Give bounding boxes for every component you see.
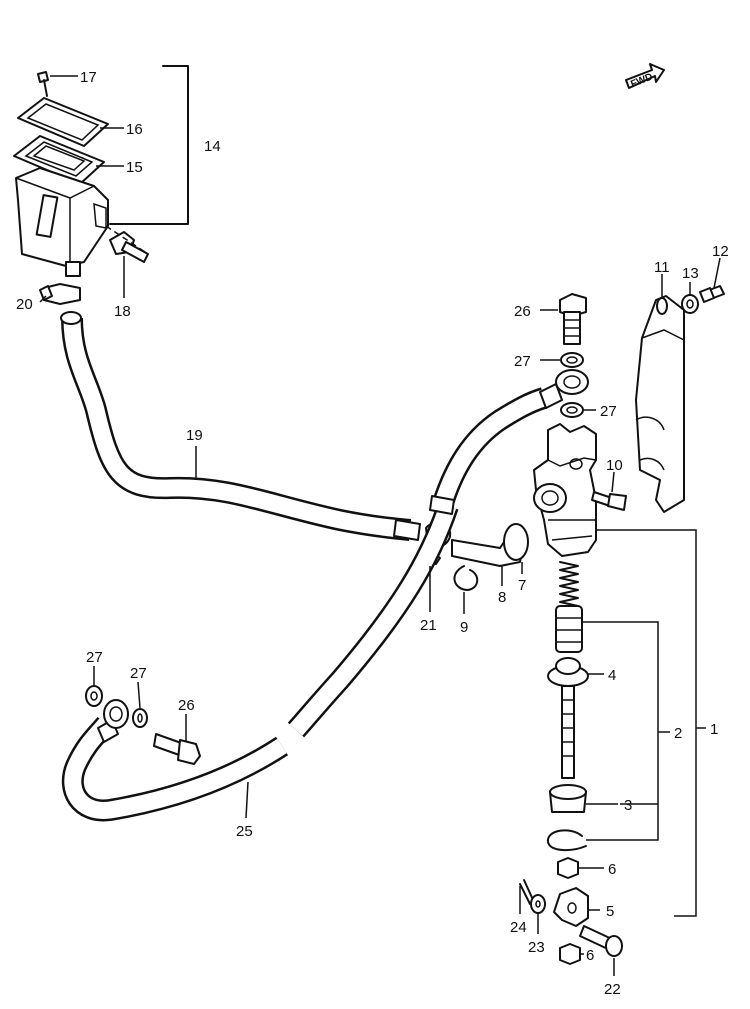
reservoir-hose-19: [60, 311, 421, 541]
bolt-12: [699, 285, 725, 303]
callout-22: 22: [604, 981, 621, 998]
banjo-fitting-lower: [97, 699, 129, 743]
nut-6-upper: [557, 857, 579, 879]
callout-7: 7: [518, 577, 526, 594]
callout-12: 12: [712, 243, 729, 260]
callout-16: 16: [126, 121, 143, 138]
reservoir-tank: [13, 71, 109, 277]
banjo-bolt-26-upper: [559, 293, 587, 345]
callout-20: 20: [16, 296, 33, 313]
callout-2: 2: [674, 725, 682, 742]
washer-27-a: [560, 352, 584, 368]
washer-23: [530, 894, 546, 914]
banjo-bolt-26-lower: [153, 733, 201, 765]
clevis-pin-22: [579, 925, 623, 957]
callout-17: 17: [80, 69, 97, 86]
callout-26-upper: 26: [514, 303, 531, 320]
push-rod-4: [547, 657, 589, 779]
washer-27-d: [132, 708, 148, 728]
washer-27-b: [560, 402, 584, 418]
callout-24: 24: [510, 919, 527, 936]
callout-21: 21: [420, 617, 437, 634]
callout-27-b: 27: [600, 403, 617, 420]
bracket-11: [635, 295, 685, 513]
callout-5: 5: [606, 903, 614, 920]
piston-kit-2: [555, 605, 583, 653]
circlip-9: [453, 565, 479, 591]
callout-27-a: 27: [514, 353, 531, 370]
fwd-label: FWD: [629, 72, 654, 91]
forward-arrow-icon: FWD: [625, 63, 665, 91]
master-cylinder-body: [533, 423, 597, 557]
clamp-20: [39, 283, 81, 305]
callout-13: 13: [682, 265, 699, 282]
callout-15: 15: [126, 159, 143, 176]
washer-13: [681, 294, 699, 314]
callout-6-lower: 6: [586, 947, 594, 964]
callout-8: 8: [498, 589, 506, 606]
circlip: [546, 829, 587, 852]
banjo-fitting-upper: [539, 369, 589, 409]
callout-11: 11: [654, 259, 670, 276]
clevis-5: [553, 887, 589, 927]
callout-18: 18: [114, 303, 131, 320]
callout-10: 10: [606, 457, 623, 474]
callout-4: 4: [608, 667, 616, 684]
callout-1: 1: [710, 721, 718, 738]
callout-6-upper: 6: [608, 861, 616, 878]
leader-lines: [39, 75, 721, 976]
callout-3: 3: [624, 797, 632, 814]
callout-26-lower: 26: [178, 697, 195, 714]
callout-27-d: 27: [130, 665, 147, 682]
spring: [559, 561, 579, 607]
washer-27-c: [85, 685, 103, 707]
callout-19: 19: [186, 427, 203, 444]
o-ring-7: [503, 523, 529, 561]
callout-25: 25: [236, 823, 253, 840]
dust-boot-3: [549, 784, 587, 813]
callout-23: 23: [528, 939, 545, 956]
callout-numbers: 17 16 15 14 18 20 19 26 27 27 11 13 12 1…: [16, 69, 729, 998]
callout-27-c: 27: [86, 649, 103, 666]
nut-6-lower: [559, 943, 581, 965]
bolt-10: [591, 491, 627, 511]
callout-14: 14: [204, 138, 221, 155]
bolt-18: [109, 231, 149, 263]
brake-hose-25: [61, 387, 548, 822]
callout-9: 9: [460, 619, 468, 636]
